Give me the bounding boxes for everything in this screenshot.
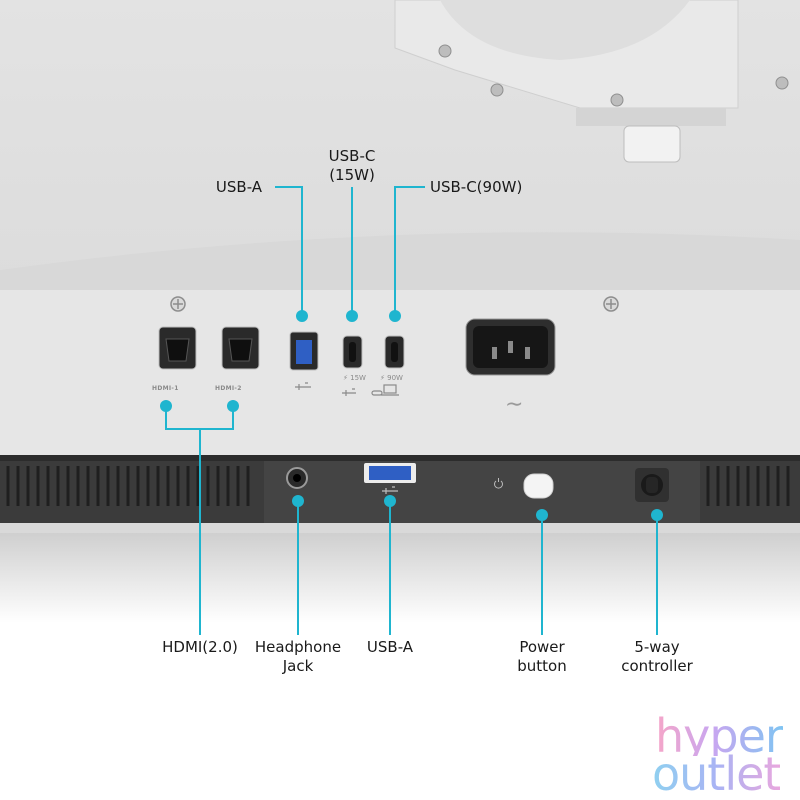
label-headphone-jack: Headphone Jack xyxy=(254,638,342,675)
usb-symbol-icon xyxy=(295,382,356,396)
screw-icon xyxy=(170,296,619,312)
usb-c-15w-marking: ⚡ 15W xyxy=(343,374,366,382)
hdmi-port-1 xyxy=(158,326,197,370)
hyper-outlet-logo-line1: hyper xyxy=(655,709,784,763)
screw-icon xyxy=(438,44,789,107)
label-usb-a-bottom: USB-A xyxy=(366,638,414,656)
stand-release-tab xyxy=(623,125,681,163)
vent-grille xyxy=(6,466,790,506)
hdmi-1-marking: HDMI-1 xyxy=(152,385,179,392)
label-5-way-controller: 5-way controller xyxy=(621,638,693,675)
stand-mount-lip xyxy=(576,108,726,126)
power-button xyxy=(523,473,554,499)
hdmi-port-2 xyxy=(221,326,260,370)
five-way-joystick xyxy=(635,468,669,502)
laptop-icon xyxy=(371,384,399,396)
usb-c-90w-marking: ⚡ 90W xyxy=(380,374,403,382)
callout-line-usb-a-top xyxy=(275,186,303,316)
usb-c-15w-port xyxy=(342,335,363,369)
power-icon xyxy=(494,478,503,489)
callout-line-usb-c-90w xyxy=(394,186,425,316)
label-usb-c-15w: USB-C (15W) xyxy=(328,147,376,184)
label-usb-a-top: USB-A xyxy=(215,178,263,196)
usb-a-port-top xyxy=(289,331,319,371)
callout-lines xyxy=(165,186,658,635)
hdmi-2-marking: HDMI-2 xyxy=(215,385,242,392)
callout-dots xyxy=(160,310,663,521)
headphone-jack xyxy=(286,467,308,489)
usb-symbol-icon xyxy=(382,486,398,494)
stand-mount-ring xyxy=(440,0,690,60)
usb-a-port-bottom xyxy=(364,463,416,483)
ac-symbol-icon: ∼ xyxy=(505,392,524,417)
label-hdmi: HDMI(2.0) xyxy=(162,638,238,656)
housing-edge xyxy=(0,232,800,300)
ac-power-inlet xyxy=(465,318,556,376)
label-usb-c-90w: USB-C(90W) xyxy=(430,178,523,196)
usb-c-90w-port xyxy=(384,335,405,369)
hyper-outlet-logo-line2: outlet xyxy=(652,747,781,800)
label-power-button: Power button xyxy=(517,638,567,675)
